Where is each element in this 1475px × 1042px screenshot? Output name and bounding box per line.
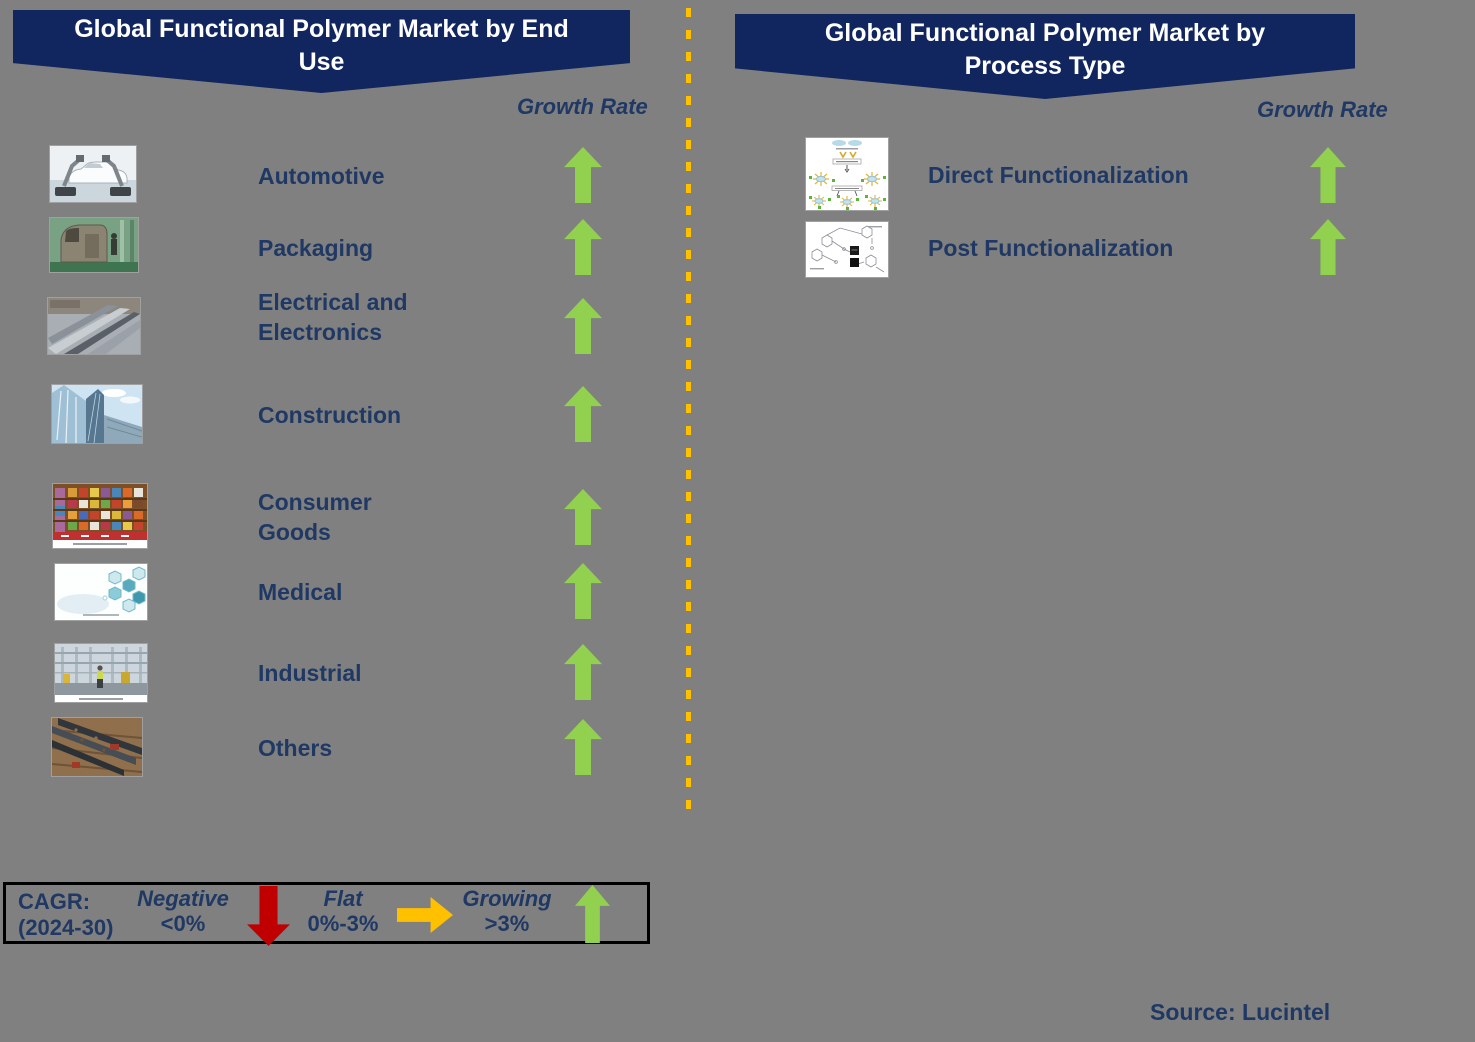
construction-growth-up-arrow-icon — [564, 386, 602, 442]
medical-label: Medical — [258, 579, 343, 605]
legend-flat-range: 0%-3% — [307, 911, 379, 936]
growth-rate-label-right: Growth Rate — [1257, 97, 1388, 122]
post-functionalization-thumbnail — [806, 222, 888, 277]
direct-functionalization-thumbnail — [806, 138, 888, 210]
industrial-growth-up-arrow-icon — [564, 644, 602, 700]
construction-thumbnail — [52, 385, 142, 443]
packaging-growth-up-arrow-icon — [564, 219, 602, 275]
legend-growing-range: >3% — [484, 911, 530, 936]
others-thumbnail — [52, 718, 142, 776]
direct-functionalization-growth-up-arrow-icon — [1310, 147, 1346, 203]
packaging-thumbnail — [50, 218, 138, 272]
left-panel-title-banner: Global Functional Polymer Market by End … — [13, 10, 630, 93]
electrical-electronics-growth-up-arrow-icon — [564, 298, 602, 354]
post-functionalization-growth-up-arrow-icon — [1310, 219, 1346, 275]
others-growth-up-arrow-icon — [564, 719, 602, 775]
electrical-electronics-label: Electrical and Electronics — [258, 289, 408, 345]
medical-growth-up-arrow-icon — [564, 563, 602, 619]
right-panel-title-banner: Global Functional Polymer Market by Proc… — [735, 14, 1355, 99]
legend-negative-label: Negative — [137, 886, 229, 911]
industrial-thumbnail — [55, 644, 147, 702]
electrical-electronics-thumbnail — [48, 298, 140, 354]
automotive-label: Automotive — [258, 163, 385, 189]
cagr-legend-title: CAGR: (2024-30) — [18, 889, 114, 940]
legend-negative-range: <0% — [160, 911, 206, 936]
medical-thumbnail — [55, 564, 147, 620]
source-label: Source: Lucintel — [1150, 999, 1331, 1025]
consumer-goods-label: Consumer Goods — [258, 489, 372, 545]
construction-label: Construction — [258, 402, 402, 428]
legend-flat-label: Flat — [323, 886, 363, 911]
growth-rate-label-left: Growth Rate — [517, 94, 648, 119]
consumer-goods-thumbnail — [53, 484, 147, 548]
industrial-label: Industrial — [258, 660, 362, 686]
cagr-legend-box: CAGR: (2024-30) Negative <0% Flat 0%-3% … — [3, 882, 650, 946]
direct-functionalization-label: Direct Functionalization — [928, 162, 1189, 188]
packaging-label: Packaging — [258, 235, 374, 261]
automotive-thumbnail — [50, 146, 136, 202]
section-divider — [686, 8, 691, 822]
automotive-growth-up-arrow-icon — [564, 147, 602, 203]
others-label: Others — [258, 735, 333, 761]
consumer-goods-growth-up-arrow-icon — [564, 489, 602, 545]
post-functionalization-label: Post Functionalization — [928, 235, 1174, 261]
growing-up-arrow-icon — [575, 885, 610, 943]
legend-growing-label: Growing — [462, 886, 552, 911]
